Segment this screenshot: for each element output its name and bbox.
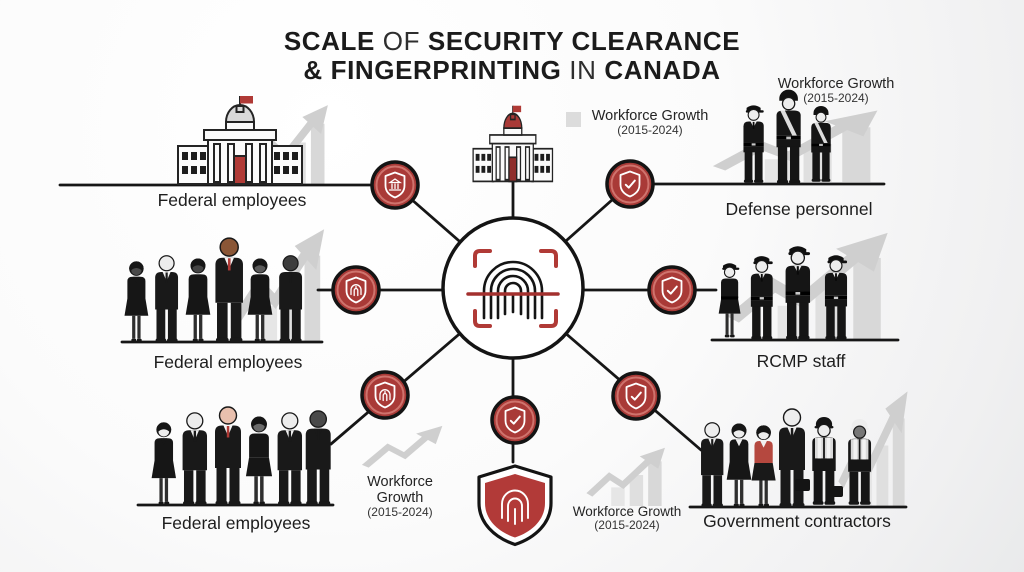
page-title: SCALE OF SECURITY CLEARANCE & FINGERPRIN…: [0, 27, 1024, 85]
shield-bank-icon: [370, 160, 420, 210]
briefcase-icon: [830, 486, 843, 497]
label-federal-employees-mid: Federal employees: [153, 352, 303, 372]
shield-check-icon: [605, 159, 655, 209]
growth-label-defense: Workforce Growth (2015-2024): [777, 76, 895, 106]
growth-label-bottom-center: Workforce Growth (2015-2024): [572, 504, 682, 533]
growth-label-bottom-left: Workforce Growth (2015-2024): [367, 474, 433, 520]
label-federal-employees-top: Federal employees: [157, 190, 307, 210]
label-federal-employees-bottom: Federal employees: [161, 513, 311, 533]
shield-check-icon: [611, 371, 661, 421]
briefcase-icon: [795, 479, 810, 491]
shield-fingerprint-icon: [331, 265, 381, 315]
legend-workforce-growth: Workforce Growth (2015-2024): [591, 108, 709, 138]
scan-brackets-icon: [473, 249, 558, 328]
government-contractors-figures: [700, 408, 872, 508]
legend-swatch: [566, 112, 581, 127]
capitol-building-icon: [177, 95, 554, 185]
fingerprint-scan-icon: [441, 216, 585, 360]
label-government-contractors: Government contractors: [703, 511, 891, 531]
title-line-2: & FINGERPRINTING IN CANADA: [303, 55, 721, 85]
badge-row: [331, 159, 697, 445]
label-rcmp-staff: RCMP staff: [756, 351, 846, 371]
shield-check-icon: [647, 265, 697, 315]
title-line-1: SCALE OF SECURITY CLEARANCE: [283, 26, 741, 56]
shield-check-icon: [490, 395, 540, 445]
shield-fingerprint-icon: [360, 370, 410, 420]
label-defense-personnel: Defense personnel: [725, 199, 873, 219]
fingerprint-shield-icon: [477, 464, 553, 547]
federal-employees-bottom-figures: [151, 406, 332, 506]
